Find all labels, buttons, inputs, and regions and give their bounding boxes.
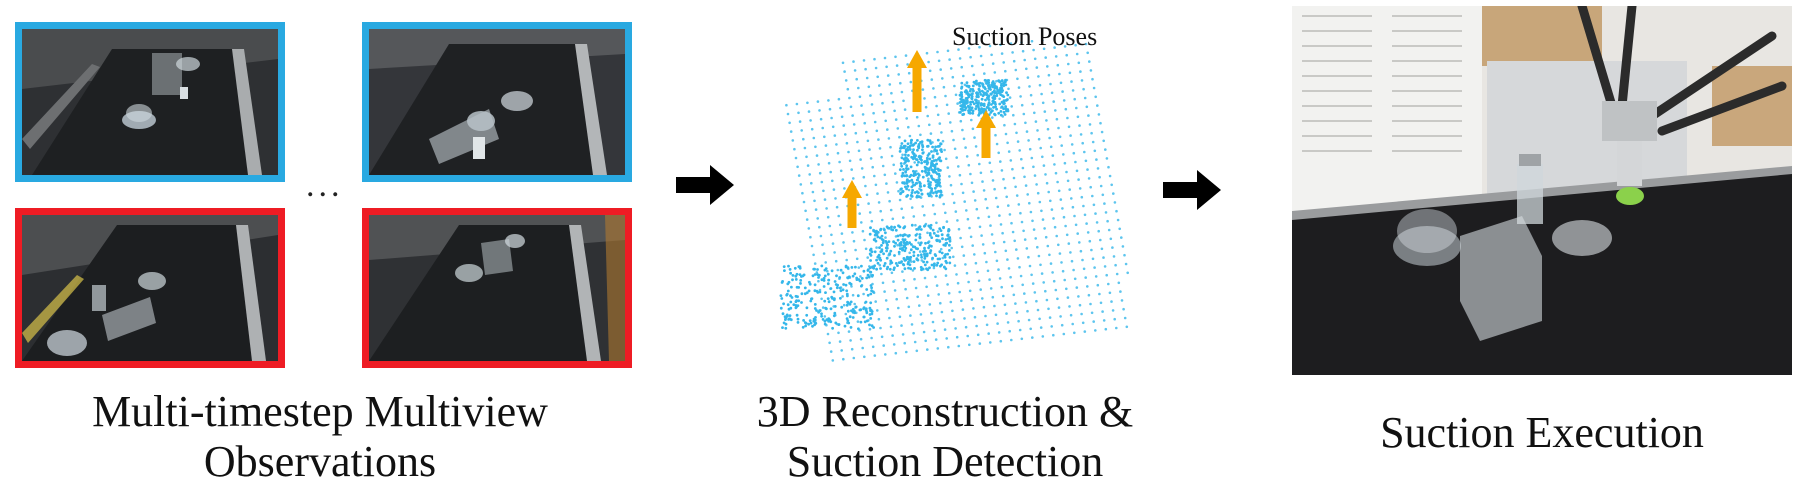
right-arrow-icon (676, 163, 736, 207)
point-cloud-points (780, 40, 1130, 362)
right-arrow-icon (1163, 168, 1223, 212)
reconstruction-caption: 3D Reconstruction & Suction Detection (695, 387, 1195, 487)
caption-line: Suction Execution (1292, 408, 1792, 458)
observation-frame-current-view2 (362, 22, 632, 182)
ellipsis: ... (306, 176, 344, 196)
caption-line: Multi-timestep Multiview (20, 387, 620, 437)
execution-caption: Suction Execution (1292, 408, 1792, 458)
observation-frame-previous-view2 (362, 208, 632, 368)
caption-line: 3D Reconstruction & (695, 387, 1195, 437)
point-cloud (760, 40, 1130, 395)
conveyor-scene-image (369, 29, 625, 175)
conveyor-scene-image (22, 215, 278, 361)
observations-caption: Multi-timestep Multiview Observations (20, 387, 620, 487)
caption-line: Suction Detection (695, 437, 1195, 487)
caption-line: Observations (20, 437, 620, 487)
robot-suction-photo (1292, 6, 1792, 375)
conveyor-scene-image (369, 215, 625, 361)
observation-frame-previous-view1 (15, 208, 285, 368)
observation-frame-current-view1 (15, 22, 285, 182)
suction-poses-label: Suction Poses (952, 22, 1097, 52)
conveyor-scene-image (22, 29, 278, 175)
